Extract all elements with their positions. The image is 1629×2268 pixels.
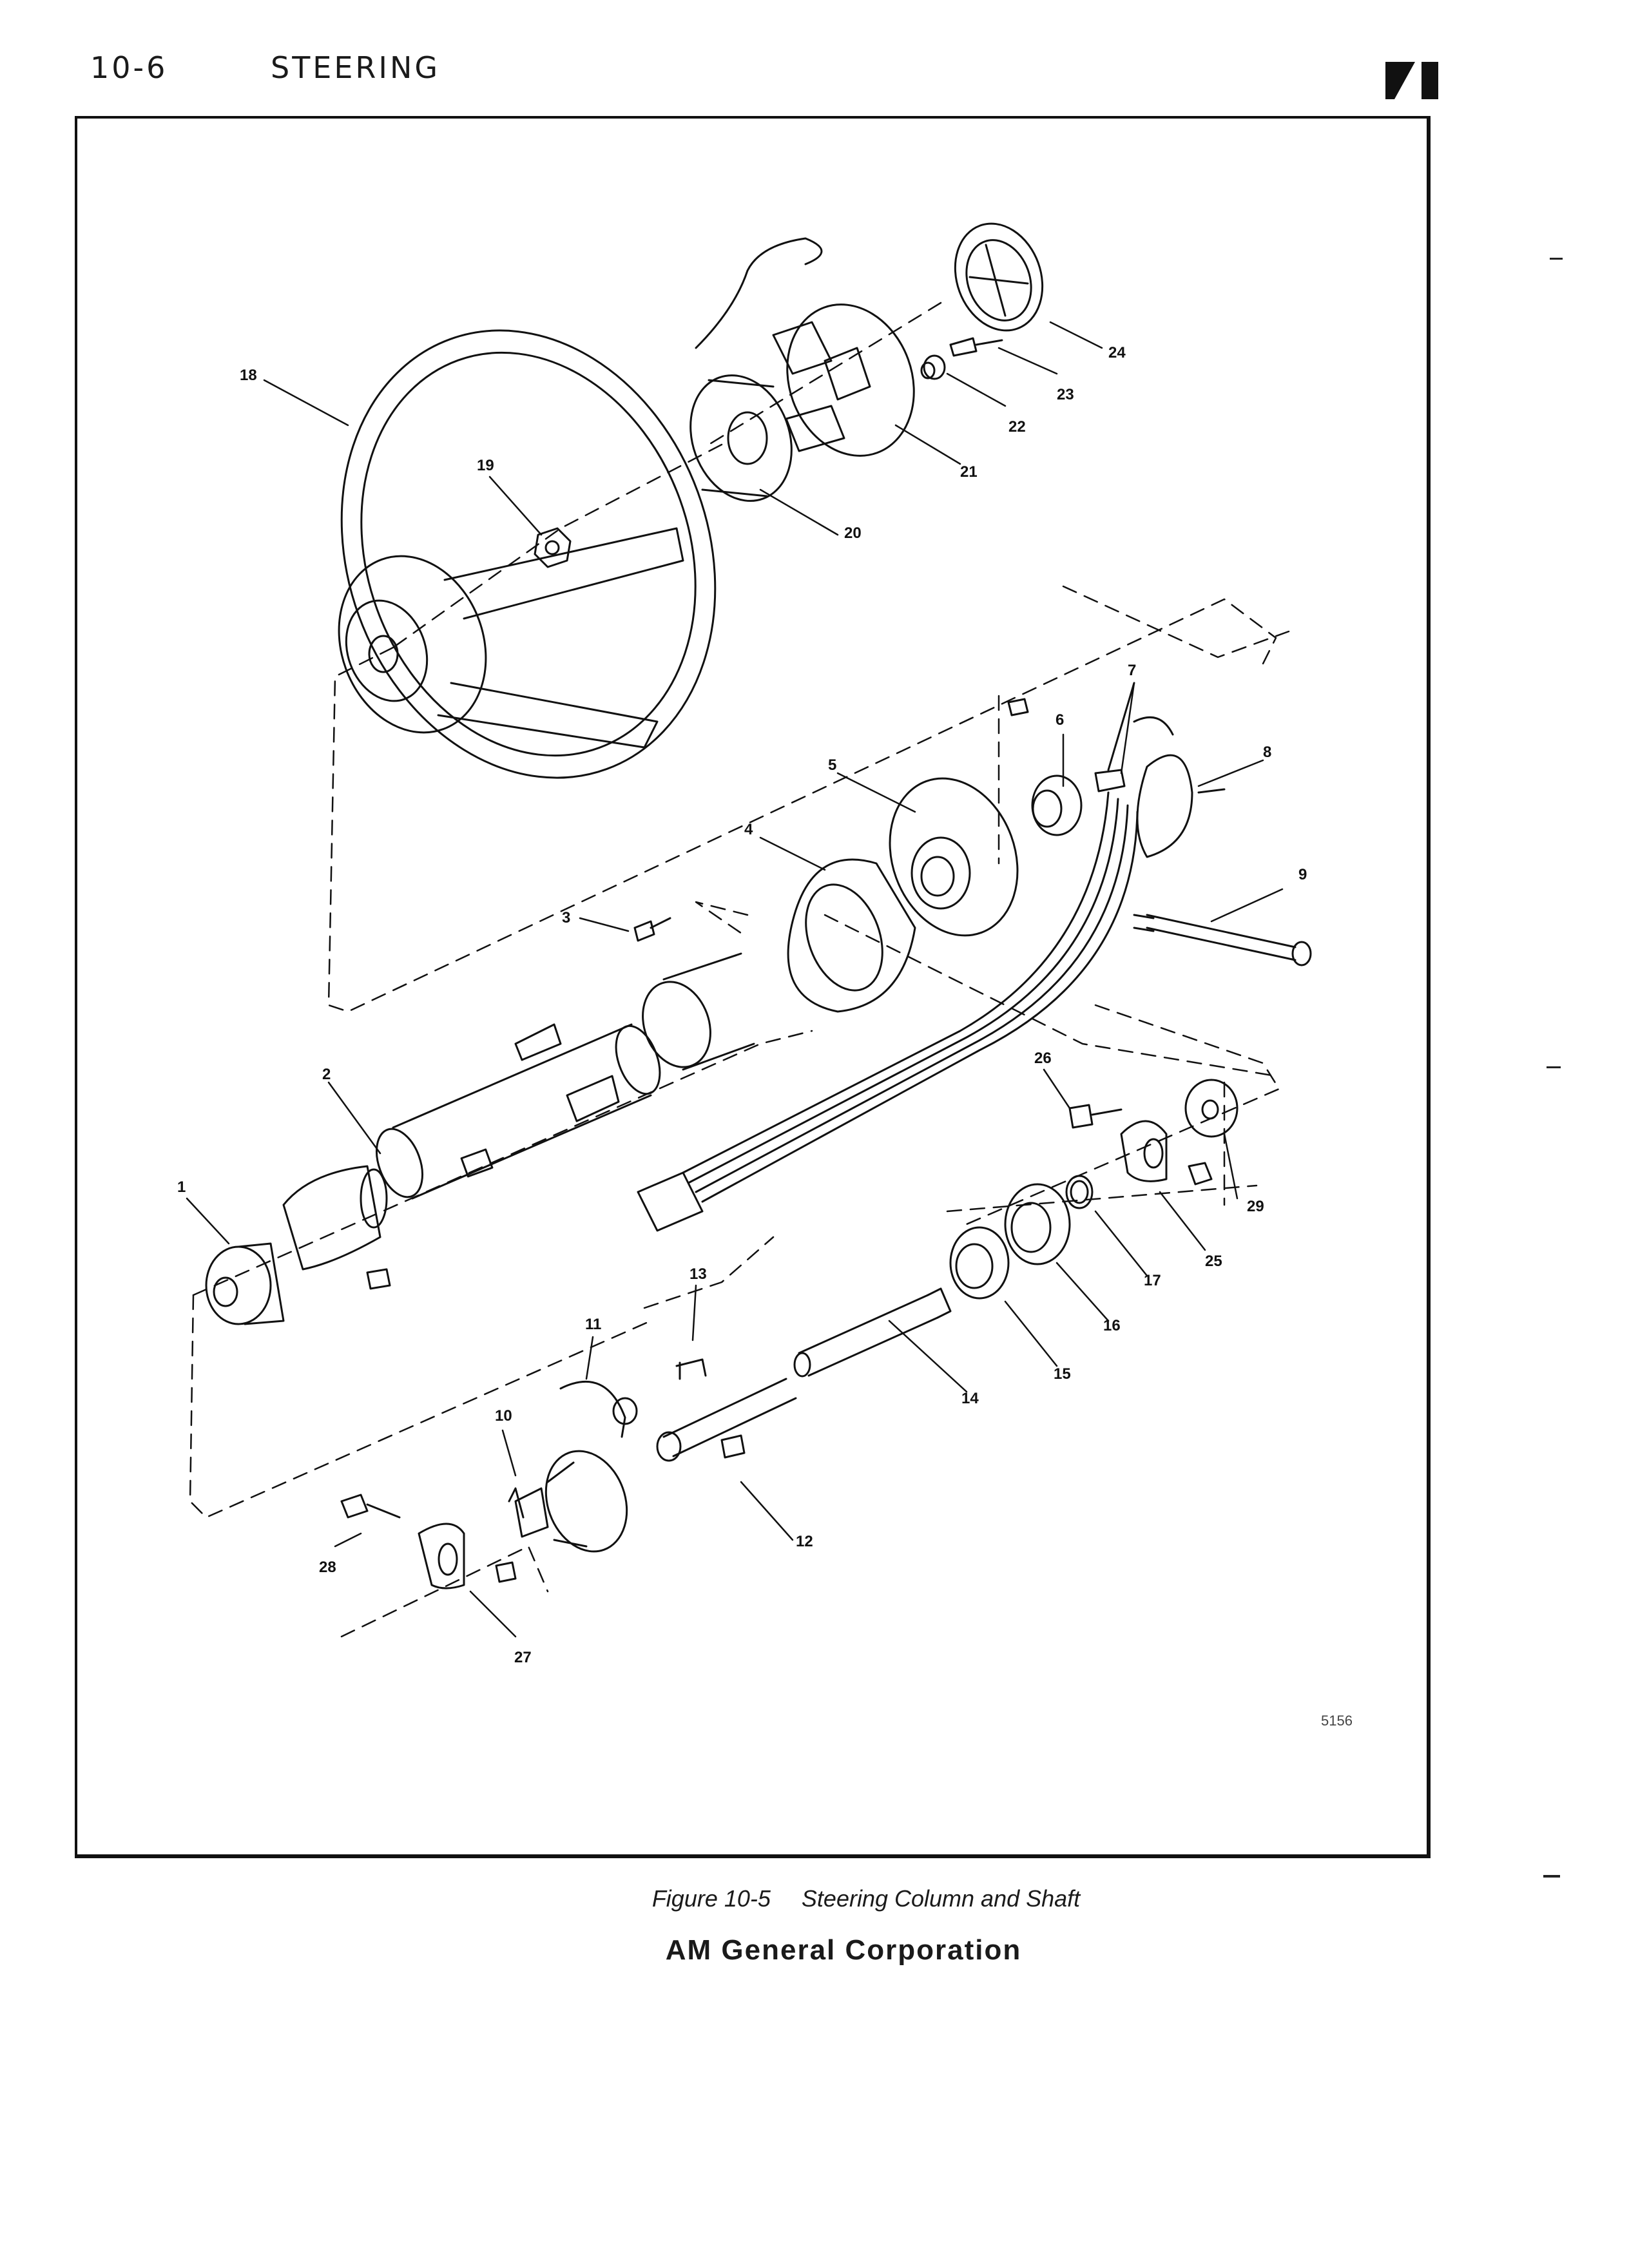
callout-4: 4	[744, 821, 753, 838]
callout-7: 7	[1128, 662, 1136, 679]
callout-29: 29	[1247, 1198, 1264, 1215]
callout-20: 20	[844, 524, 862, 542]
bolt-clamp	[366, 1268, 391, 1290]
shroud-4	[787, 858, 916, 1013]
column-cover-5	[889, 777, 1019, 937]
drawing-number: 5156	[1321, 1713, 1353, 1729]
callout-10: 10	[495, 1407, 512, 1425]
wiring-harness	[637, 791, 1139, 1232]
callout-13: 13	[689, 1265, 707, 1283]
callout-8: 8	[1263, 744, 1271, 761]
callout-23: 23	[1057, 386, 1074, 403]
horn-cap-24	[954, 222, 1044, 332]
margin-mark	[1550, 258, 1563, 260]
publisher-logo	[1385, 62, 1438, 99]
clamp-27	[418, 1523, 465, 1590]
bearing-16	[1004, 1183, 1071, 1265]
contact-housing-21	[772, 303, 915, 457]
callout-14: 14	[961, 1390, 979, 1407]
callout-28: 28	[319, 1559, 336, 1576]
nut-19	[534, 527, 572, 568]
column-tube-2	[376, 1023, 661, 1200]
callout-22: 22	[1008, 418, 1026, 436]
callout-9: 9	[1298, 866, 1307, 883]
margin-mark	[1547, 1066, 1561, 1068]
margin-mark	[1543, 1875, 1560, 1878]
figure-frame	[75, 116, 1431, 1858]
figure-caption: Figure 10-5 Steering Column and Shaft	[0, 1885, 1629, 1912]
corporation-name: AM General Corporation	[665, 1934, 1022, 1966]
section-title: STEERING	[271, 50, 441, 85]
steering-shaft-14	[793, 1287, 952, 1378]
callout-25: 25	[1205, 1253, 1222, 1270]
ring-17	[1065, 1175, 1094, 1209]
callout-6: 6	[1055, 711, 1064, 729]
bolt-28	[340, 1494, 401, 1519]
callout-12: 12	[796, 1533, 813, 1550]
callout-1: 1	[177, 1178, 186, 1196]
caption-number: Figure 10-5	[651, 1885, 771, 1912]
caption-title: Steering Column and Shaft	[801, 1885, 1081, 1912]
switch-7	[1094, 682, 1135, 793]
turn-signal-switch-8	[1133, 716, 1226, 858]
horn-wire	[695, 237, 823, 349]
housing-10	[508, 1450, 628, 1553]
hub-20	[689, 374, 793, 502]
nut-6a	[1007, 698, 1029, 716]
nut-25a	[1188, 1162, 1213, 1186]
callout-3: 3	[562, 909, 570, 927]
callout-2: 2	[322, 1066, 331, 1083]
spring-11	[559, 1380, 626, 1438]
callout-5: 5	[828, 756, 836, 774]
bearing-6	[1031, 774, 1083, 836]
callout-24: 24	[1108, 344, 1126, 361]
callout-17: 17	[1144, 1272, 1161, 1289]
callout-19: 19	[477, 457, 494, 474]
steering-wheel-18	[338, 329, 717, 779]
callout-26: 26	[1034, 1050, 1052, 1067]
page-number: 10-6	[90, 50, 168, 85]
bolt-26	[1068, 1104, 1123, 1129]
callout-11: 11	[585, 1316, 601, 1333]
bushing-1	[205, 1242, 285, 1325]
sleeve	[642, 952, 755, 1071]
callout-18: 18	[240, 367, 257, 384]
washer-11a	[612, 1397, 638, 1425]
callout-27: 27	[514, 1649, 532, 1666]
screw-3	[633, 917, 671, 942]
lever-rod-9	[1133, 914, 1312, 966]
clamp-25	[1120, 1120, 1168, 1182]
screw-23	[949, 337, 1003, 357]
seal-15	[949, 1226, 1010, 1300]
shaft-tube-12	[656, 1378, 797, 1462]
washer-29	[1184, 1079, 1239, 1138]
nut-27a	[495, 1561, 517, 1583]
clamp	[282, 1165, 388, 1271]
callout-21: 21	[960, 463, 978, 481]
bushing-22	[920, 354, 946, 380]
callout-15: 15	[1054, 1365, 1071, 1383]
callout-16: 16	[1103, 1317, 1121, 1334]
clip-13	[675, 1358, 707, 1380]
